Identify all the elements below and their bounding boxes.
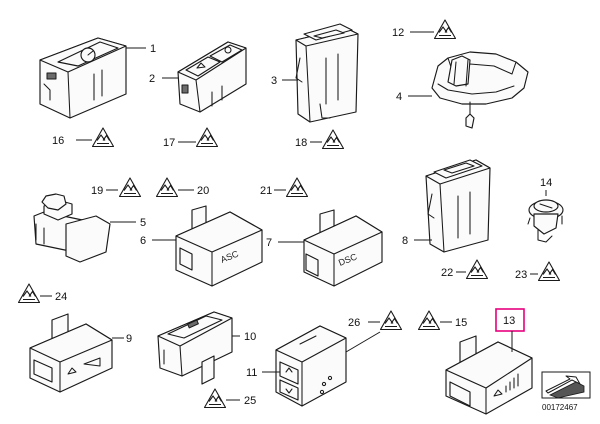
callout-18: 18 <box>295 137 307 149</box>
callout-17: 17 <box>163 137 175 149</box>
callout-26: 26 <box>348 317 360 329</box>
callout-15: 15 <box>455 317 467 329</box>
callout-4: 4 <box>396 91 402 103</box>
part-7-dsc-button: DSC <box>303 209 383 287</box>
part-13-switch <box>445 335 533 415</box>
callout-6: 6 <box>140 235 146 247</box>
part-14-switch <box>527 199 564 243</box>
callout-10: 10 <box>244 331 256 343</box>
note-triangle-icon <box>433 19 457 40</box>
diagram-id: 00172467 <box>542 403 578 412</box>
callout-1: 1 <box>150 43 156 55</box>
part-1-switch <box>39 37 127 119</box>
callout-14: 14 <box>540 177 552 189</box>
note-triangle-icon <box>379 310 403 331</box>
note-triangle-icon <box>417 310 441 331</box>
part-8-switch <box>425 159 491 253</box>
callout-12: 12 <box>392 27 404 39</box>
note-triangle-icon <box>118 177 142 198</box>
part-4-bracket <box>431 51 529 129</box>
callout-16: 16 <box>52 135 64 147</box>
note-triangle-icon <box>465 259 489 280</box>
callout-20: 20 <box>197 185 209 197</box>
note-triangle-icon <box>17 283 41 304</box>
part-9-switch <box>29 313 113 393</box>
callout-13: 13 <box>503 315 515 327</box>
callout-3: 3 <box>271 75 277 87</box>
callout-7: 7 <box>266 237 272 249</box>
part-2-switch <box>177 41 247 113</box>
note-triangle-icon <box>203 388 227 409</box>
callout-9: 9 <box>126 333 132 345</box>
part-6-asc-button: ASC <box>175 205 263 287</box>
part-11-switch <box>275 325 347 407</box>
note-triangle-icon <box>91 127 115 148</box>
callout-8: 8 <box>402 235 408 247</box>
callout-11: 11 <box>246 367 257 379</box>
callout-13-highlight <box>495 308 525 332</box>
callout-21: 21 <box>260 185 272 197</box>
part-10-switch <box>157 311 233 385</box>
callout-19: 19 <box>91 185 103 197</box>
part-3-switch <box>295 23 359 123</box>
note-triangle-icon <box>155 177 179 198</box>
callout-24: 24 <box>55 291 67 303</box>
callout-22: 22 <box>441 267 453 279</box>
note-triangle-icon <box>537 261 561 282</box>
note-triangle-icon <box>195 127 219 148</box>
note-triangle-icon <box>321 129 345 150</box>
diagram-id-box <box>541 371 591 399</box>
callout-23: 23 <box>515 269 527 281</box>
callout-25: 25 <box>244 395 256 407</box>
callout-2: 2 <box>149 73 155 85</box>
note-triangle-icon <box>285 177 309 198</box>
part-5-pushbutton <box>33 193 111 263</box>
callout-5: 5 <box>140 217 146 229</box>
